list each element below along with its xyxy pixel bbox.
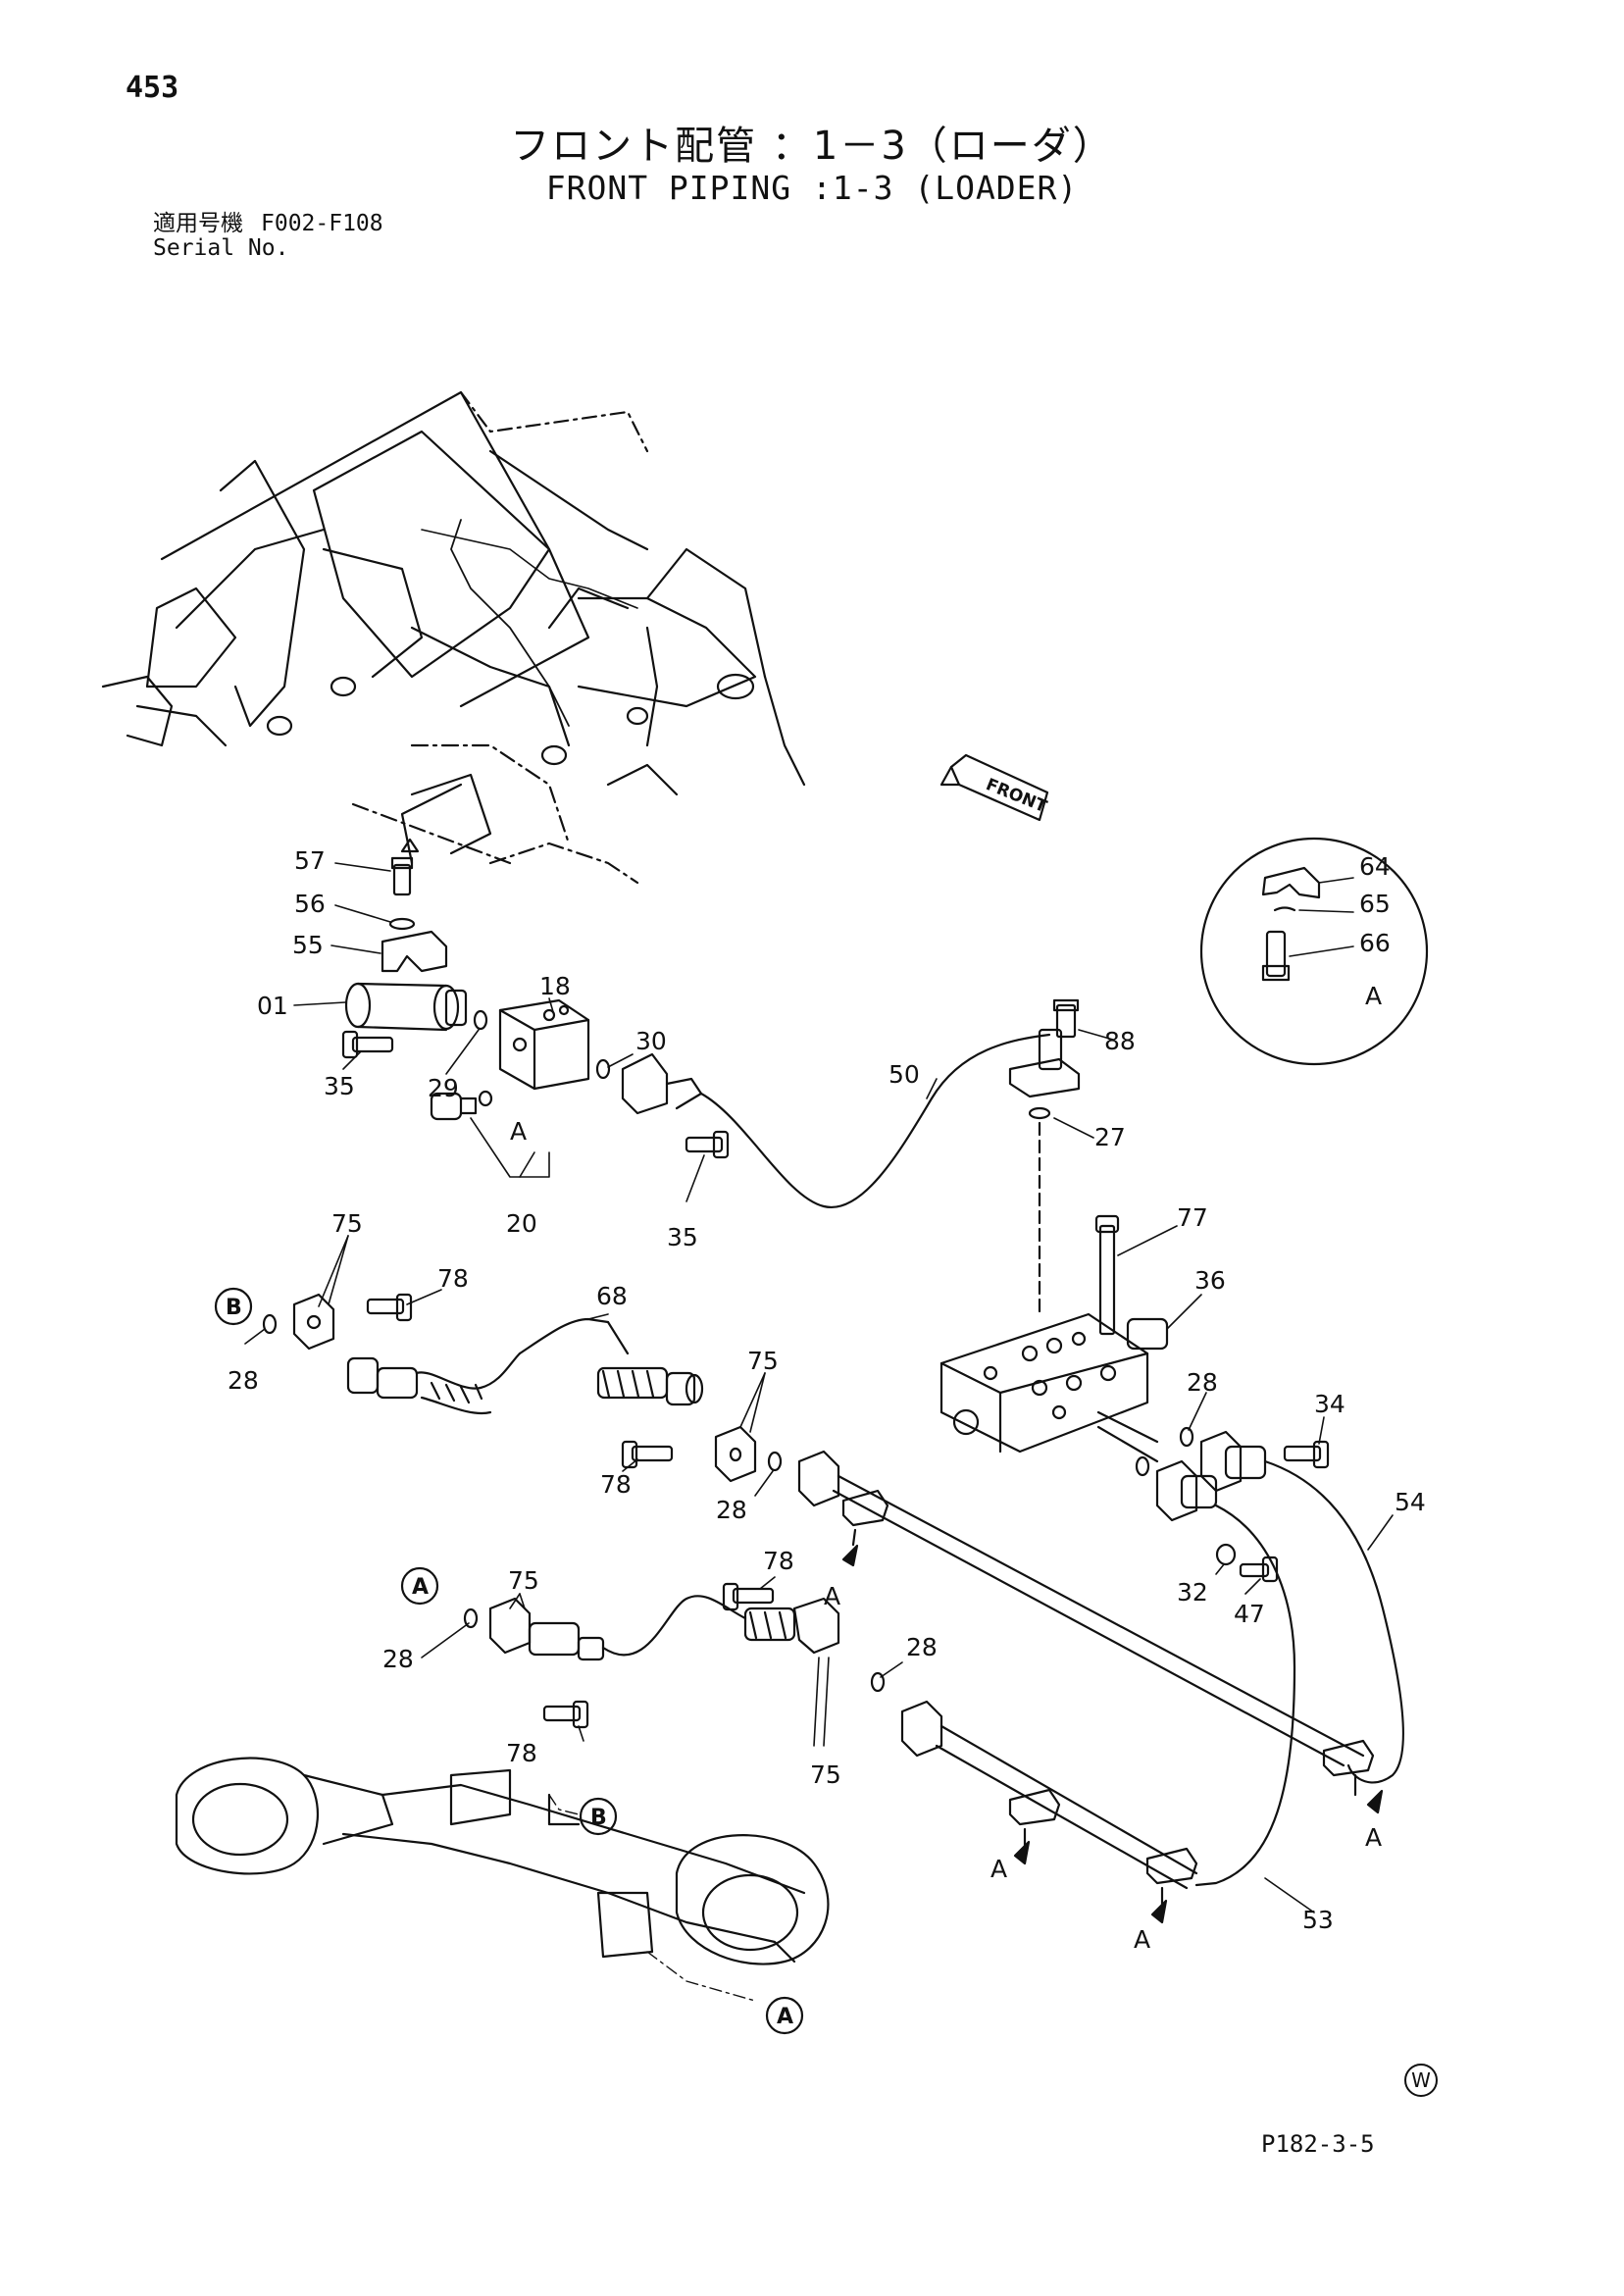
callout-65: 65 (1359, 890, 1391, 918)
serial-label-en: Serial No. (153, 235, 289, 261)
callout-a-clamp-lower: A (990, 1855, 1007, 1883)
leader-lines (244, 862, 1394, 1913)
callout-a-clamp-bottom: A (1134, 1925, 1150, 1954)
title-japanese: フロント配管 ：1－3（ローダ） (510, 124, 1114, 169)
callout-35-upper: 35 (324, 1072, 355, 1100)
callout-28-valve: 28 (1187, 1368, 1218, 1397)
ref-marker-a-cylinder: A (777, 2005, 793, 2029)
callout-28-mid: 28 (716, 1496, 747, 1524)
callout-75-upper-left: 75 (331, 1209, 363, 1238)
callout-57: 57 (294, 846, 326, 875)
serial-label-jp: 適用号機 (153, 211, 243, 236)
callout-34: 34 (1314, 1390, 1345, 1418)
main-control-valve (939, 1214, 1169, 1463)
right-flanges (1135, 1426, 1404, 1887)
callout-28-left: 28 (228, 1366, 259, 1395)
callout-53: 53 (1302, 1906, 1334, 1934)
callout-64: 64 (1359, 852, 1391, 881)
callout-47: 47 (1234, 1600, 1265, 1628)
callout-78-lower-right: 78 (763, 1547, 794, 1575)
callout-28-lower-right: 28 (906, 1633, 938, 1661)
callout-a-clamp-center: A (824, 1582, 840, 1610)
detail-circle-a (1199, 837, 1429, 1066)
callout-32: 32 (1177, 1578, 1208, 1607)
callout-18: 18 (539, 972, 571, 1000)
serial-value: F002-F108 (261, 211, 383, 236)
ref-marker-a-left: A (412, 1575, 429, 1600)
callout-35-lower: 35 (667, 1223, 698, 1251)
callout-28-lower-left: 28 (382, 1645, 414, 1673)
upper-valve-block (341, 856, 1081, 1316)
callout-55: 55 (292, 931, 324, 959)
steel-pipe-center (797, 1450, 1375, 1797)
lower-hose (463, 1582, 1198, 1910)
callout-a-clamp-right: A (1365, 1823, 1382, 1852)
title-english: FRONT PIPING :1-3 (LOADER) (545, 169, 1079, 207)
callout-36: 36 (1194, 1266, 1226, 1295)
callout-20: 20 (506, 1209, 537, 1238)
callout-75-mid: 75 (747, 1347, 779, 1375)
drawing-number: P182-3-5 (1261, 2130, 1375, 2158)
callout-a-plug: A (510, 1117, 527, 1146)
callout-56: 56 (294, 890, 326, 918)
boom-cylinder (175, 1757, 830, 1965)
left-hose-68 (262, 1293, 783, 1483)
callout-50: 50 (888, 1060, 920, 1089)
callout-a-detail: A (1365, 982, 1382, 1010)
ref-marker-b-left: B (226, 1296, 242, 1320)
reference-dash-lines (548, 1794, 756, 2002)
callout-77: 77 (1177, 1203, 1208, 1232)
serial-block: 適用号機 F002-F108 Serial No. (153, 212, 383, 261)
callout-54: 54 (1395, 1488, 1426, 1516)
callout-75-lower-left: 75 (508, 1566, 539, 1595)
callout-30: 30 (635, 1027, 667, 1055)
callout-68: 68 (596, 1282, 628, 1310)
callout-78-lower-left: 78 (506, 1739, 537, 1767)
ref-circles (214, 1287, 804, 2035)
clamp-arrowheads (400, 838, 1384, 1924)
loader-frame-illustration (101, 390, 806, 885)
ref-marker-b-cylinder: B (590, 1806, 607, 1830)
callout-01: 01 (257, 992, 288, 1020)
callout-88: 88 (1104, 1027, 1136, 1055)
front-direction-arrow (939, 753, 1049, 822)
callout-75-lower-right: 75 (810, 1760, 841, 1789)
callout-78-mid: 78 (600, 1470, 632, 1499)
page-number: 453 (126, 71, 179, 105)
w-mark: W (1404, 2064, 1438, 2097)
callout-78-upper-left: 78 (437, 1264, 469, 1293)
callout-27: 27 (1094, 1123, 1126, 1151)
callout-66: 66 (1359, 929, 1391, 957)
callout-29: 29 (428, 1074, 459, 1102)
